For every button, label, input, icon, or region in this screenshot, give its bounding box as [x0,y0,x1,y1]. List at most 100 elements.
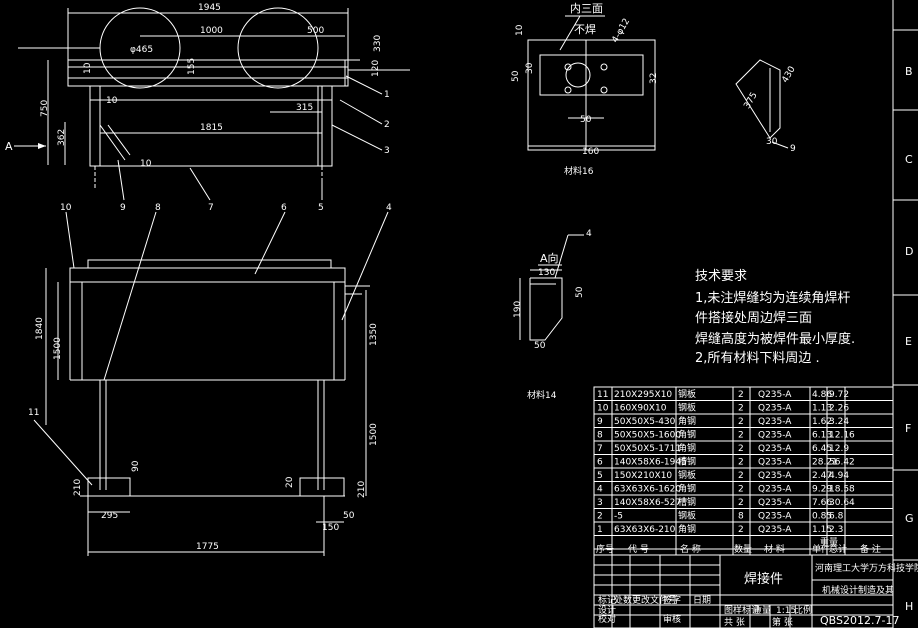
bom-cell: Q235-A [758,485,792,495]
title-small: 更改文件号 [632,594,677,606]
bom-cell: 角钢 [678,442,696,454]
leader-number: 1 [384,90,390,100]
dim-text: 120 [371,60,381,77]
bom-cell: 角钢 [678,483,696,495]
notes-line: 件搭接处周边焊三面 [695,310,812,326]
title-small: 第 张 [772,616,793,628]
fan-circle [237,7,319,89]
bom-cell: 1.13 [812,404,832,414]
border-row-label: G [905,512,914,525]
bom-cell: 210X295X10 [614,390,672,400]
dim-text: 30 [525,62,535,74]
dim-text: 210 [73,479,83,496]
bom-cell: 30.64 [829,498,855,508]
bom-cell: Q235-A [758,512,792,522]
dim-text: 50 [343,511,355,521]
bom-cell: 63X63X6-1620 [614,485,681,495]
title-small: 日期 [693,595,711,606]
front-view: 1945 1000 500 φ465 155 330 120 10 10 750… [5,3,410,213]
dim-text: 10 [106,96,118,106]
bom-cell: 8 [597,431,603,441]
dim-text: 210 [357,481,367,498]
bom-cell: 2 [738,417,744,427]
title-small: 图样标记 [724,604,760,616]
bom-cell: 角钢 [678,523,696,535]
bom-cell: 12.9 [829,444,849,454]
border-row-label: C [905,153,913,166]
bom-cell: 钢板 [678,402,696,414]
bom-cell: Q235-A [758,431,792,441]
leader-number: 11 [28,408,39,418]
dim-text: 190 [513,301,523,318]
dim-text: 362 [57,129,67,146]
title-small: 标记 [598,594,616,606]
dim-text: 160 [582,147,599,157]
bom-cell: Q235-A [758,471,792,481]
school-name: 河南理工大学万方科技学院 [815,562,918,574]
bom-cell: 4 [597,485,603,495]
title-small: 比例 [794,604,812,616]
bom-cell: 3.24 [829,417,849,427]
bom-cell: 2 [597,512,603,522]
bom-cell: 1.62 [812,417,832,427]
bom-cell: 2 [738,404,744,414]
title-small: 审核 [663,613,681,625]
bom-cell: 8 [738,512,744,522]
border-row-label: F [905,422,911,435]
bom-cell: 3 [597,498,603,508]
bom-cell: 2 [738,471,744,481]
notes-line: 焊缝高度为被焊件最小厚度. [695,331,855,347]
dim-text: 315 [296,103,313,113]
bom-cell: 140X58X6-1945 [614,458,687,468]
bom-cell: 2.3 [829,525,843,535]
bom-header-cell: 材 料 [764,543,785,555]
bom-header-cell: 单件 [812,543,830,555]
title-small: 签字 [663,594,681,606]
dim-text: 130 [538,268,555,278]
drawing-number: QBS2012.7-17 [820,614,899,627]
dim-text: 10 [83,62,93,74]
dim-text: 50 [580,115,592,125]
dim-text: 1840 [35,317,45,340]
detail-caption: 材料16 [564,165,594,177]
bom-cell: Q235-A [758,390,792,400]
bom-cell: 2 [738,390,744,400]
bom-cell: 50X50X5-1600 [614,431,681,441]
bom-cell: 10 [597,404,609,414]
title-small: 设计 [598,604,616,616]
notes-line: 2,所有材料下料周边 . [695,351,820,366]
bom-cell: 2 [738,525,744,535]
notes-line: 1,未注焊缝均为连续角焊杆 [695,290,850,306]
bom-cell: 18.58 [829,485,855,495]
dim-text: 10 [515,24,525,36]
bom-cell: 2.26 [829,404,849,414]
dim-text: 155 [187,58,197,75]
dim-text: 90 [131,460,141,472]
dim-text: 1350 [369,323,379,346]
bom-cell: 9.72 [829,390,849,400]
bom-cell: 140X58X6-527 [614,498,681,508]
dim-text: 1775 [196,542,219,552]
dim-text: 1500 [369,423,379,446]
bom-cell: 11 [597,390,608,400]
bom-cell: 1.15 [812,525,832,535]
bom-cell: Q235-A [758,498,792,508]
bom-cell: 5 [597,471,603,481]
bom-cell: 0.85 [812,512,832,522]
dim-text: 50 [511,70,521,82]
bom-cell: 7.66 [812,498,832,508]
leader-number: 4 [586,229,592,239]
border-row-label: H [905,600,913,613]
bom-cell: 角钢 [678,429,696,441]
bom-cell: 4.94 [829,471,849,481]
bom-cell: 7 [597,444,603,454]
bom-cell: Q235-A [758,458,792,468]
weld-note: 不焊 [574,22,596,36]
bom-cell: 2 [738,485,744,495]
dim-text: 1945 [198,3,221,13]
notes-title: 技术要求 [695,269,747,284]
bom-cell: 50X50X5-1711 [614,444,681,454]
technical-notes: 技术要求 1,未注焊缝均为连续角焊杆 件搭接处周边焊三面 焊缝高度为被焊件最小厚… [695,269,855,366]
